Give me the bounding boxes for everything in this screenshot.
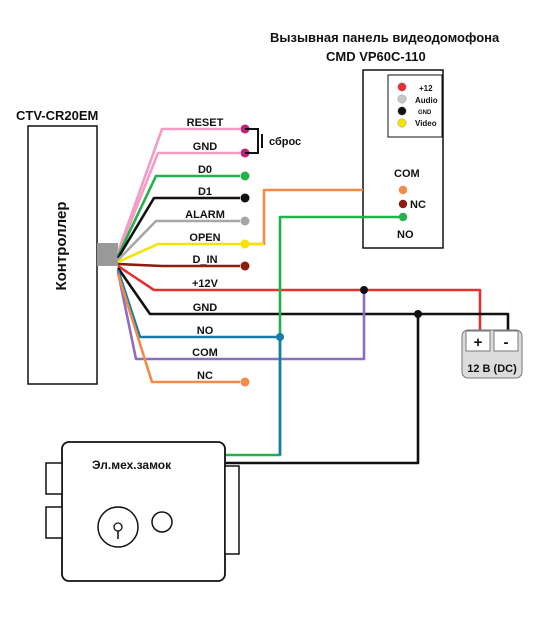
reset-button-label: сброс bbox=[269, 136, 301, 148]
wire-lock-gnd bbox=[225, 314, 420, 465]
psu-minus-label: - bbox=[504, 334, 509, 351]
panel-title-line2: CMD VP60C-110 bbox=[326, 49, 426, 64]
panel-pin-label: Video bbox=[415, 119, 437, 128]
wire-labels: RESET GND D0 D1 ALARM OPEN D_IN +12V GND… bbox=[185, 117, 225, 382]
psu-plus-label: + bbox=[474, 334, 483, 351]
wire-label: ALARM bbox=[185, 209, 225, 221]
wire-d0 bbox=[116, 174, 240, 257]
panel-title-line1: Вызывная панель видеодомофона bbox=[270, 30, 500, 45]
lock-latch-bottom bbox=[45, 506, 63, 539]
panel-no-label: NO bbox=[397, 229, 414, 241]
lock-label: Эл.мех.замок bbox=[92, 458, 172, 472]
wire-d-in bbox=[117, 262, 240, 268]
wire-reset bbox=[116, 127, 240, 253]
controller-connector bbox=[97, 243, 118, 266]
wire-label: D0 bbox=[198, 164, 212, 176]
panel-pin-group bbox=[387, 74, 443, 138]
panel-pin-label: Audio bbox=[415, 96, 438, 105]
power-supply: + - 12 В (DC) bbox=[461, 329, 523, 379]
keyhole-icon bbox=[113, 522, 123, 532]
panel-pin-label: +12 bbox=[419, 84, 433, 93]
panel-pin-dot bbox=[397, 82, 407, 92]
wire-nc bbox=[116, 273, 240, 384]
wire-d1 bbox=[116, 196, 240, 259]
wire-open bbox=[117, 242, 240, 264]
panel-terminals: COM NC NO bbox=[394, 168, 426, 241]
panel-top-pins: +12 Audio GND Video bbox=[397, 82, 438, 128]
panel-nc-dot bbox=[398, 199, 408, 209]
panel-nc-label: NC bbox=[410, 199, 426, 211]
psu-label: 12 В (DC) bbox=[467, 363, 517, 375]
psu-plus-terminal bbox=[465, 330, 491, 352]
wire-alarm bbox=[117, 219, 240, 261]
controller-label: Контроллер bbox=[53, 201, 70, 290]
wire-label: NO bbox=[197, 325, 214, 337]
wire-label: RESET bbox=[187, 117, 224, 129]
wire-no bbox=[116, 269, 280, 339]
wire-label: NC bbox=[197, 370, 213, 382]
wire-label: OPEN bbox=[189, 232, 220, 244]
wire-end-dots bbox=[240, 124, 250, 387]
psu-minus-terminal bbox=[493, 330, 519, 352]
panel-pin-dot bbox=[397, 106, 407, 116]
wire-gnd-reset bbox=[116, 151, 240, 255]
wire-12v bbox=[117, 264, 482, 330]
wire-label: +12V bbox=[192, 278, 219, 290]
wire-label: GND bbox=[193, 302, 218, 314]
panel-no-dot bbox=[398, 212, 408, 222]
lock-faceplate bbox=[224, 465, 240, 555]
wire-com bbox=[116, 271, 366, 361]
lock-button bbox=[151, 511, 173, 533]
lock: Эл.мех.замок bbox=[45, 441, 240, 582]
panel-com-dot bbox=[398, 185, 408, 195]
junctions bbox=[276, 286, 422, 341]
reset-button bbox=[245, 128, 263, 154]
controller-box bbox=[27, 125, 98, 385]
panel-pin-dot bbox=[397, 94, 407, 104]
wire-label: GND bbox=[193, 141, 218, 153]
wire-label: D1 bbox=[198, 186, 212, 198]
wire-gnd bbox=[116, 267, 510, 330]
panel-pin-label: GND bbox=[418, 110, 432, 116]
lock-latch-top bbox=[45, 462, 63, 495]
wire-label: COM bbox=[192, 347, 218, 359]
fan-wires bbox=[116, 127, 510, 384]
wire-label: D_IN bbox=[192, 254, 217, 266]
controller-title: CTV-CR20EM bbox=[16, 108, 98, 123]
panel-pin-dot bbox=[397, 118, 407, 128]
panel-com-label: COM bbox=[394, 168, 420, 180]
